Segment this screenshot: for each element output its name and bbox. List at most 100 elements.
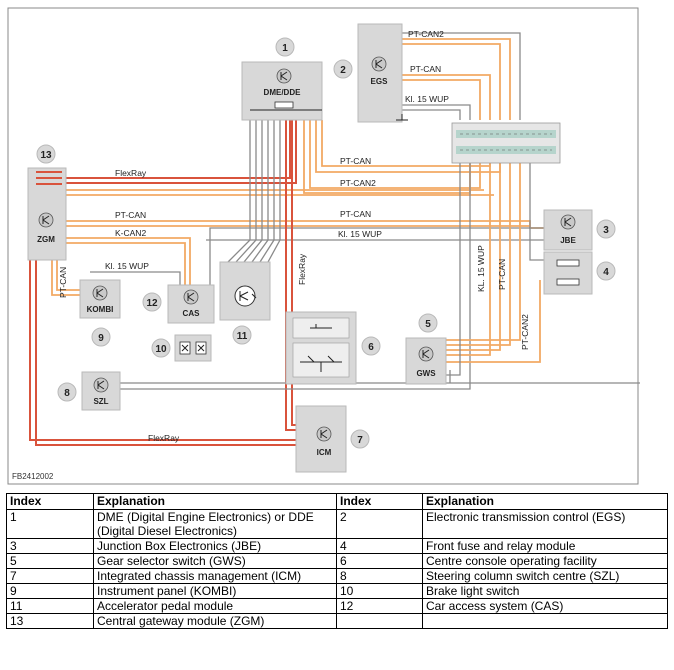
connector-strip (451, 122, 561, 164)
wires-zgm (51, 120, 548, 296)
wire-label-zgm-kcan2: K-CAN2 (115, 228, 146, 238)
legend-explanation: Brake light switch (422, 583, 668, 599)
wire-label-zgm-flexray: FlexRay (115, 168, 147, 178)
svg-text:2: 2 (340, 65, 346, 76)
legend-index: 3 (6, 538, 94, 554)
legend-explanation: Steering column switch centre (SZL) (422, 568, 668, 584)
module-egs[interactable]: EGS (357, 23, 408, 123)
wire-label-kombi-kl15: Kl. 15 WUP (105, 261, 149, 271)
wire-label-dme-ptcan2: PT-CAN2 (340, 178, 376, 188)
wire-label-icm-flexray-vertical: FlexRay (297, 253, 307, 285)
legend-index: 6 (336, 553, 423, 569)
wire-label-kombi-ptcan: PT-CAN (58, 267, 68, 298)
module-gws-label: GWS (416, 369, 436, 378)
svg-text:1: 1 (282, 43, 288, 54)
legend-row: 7 Integrated chassis management (ICM) 8 … (6, 568, 668, 584)
legend-header-explanation: Explanation (422, 493, 668, 510)
module-jbe-label: JBE (560, 236, 576, 245)
callout-11: 11 (232, 325, 252, 345)
legend-header-index: Index (6, 493, 94, 510)
legend-header-row: Index Explanation Index Explanation (6, 493, 668, 510)
svg-text:6: 6 (368, 342, 374, 353)
module-kombi[interactable]: KOMBI (79, 279, 121, 319)
wire-label-icm-flexray: FlexRay (148, 433, 180, 443)
module-kombi-label: KOMBI (87, 305, 114, 314)
callout-2: 2 (333, 59, 353, 79)
module-dme-label: DME/DDE (264, 88, 302, 97)
svg-text:10: 10 (155, 344, 167, 355)
module-szl[interactable]: SZL (81, 371, 121, 411)
wire-label-gws-ptcan: PT-CAN (497, 259, 507, 290)
figure-id: FB2412002 (12, 472, 54, 481)
callout-9: 9 (91, 327, 111, 347)
wire-label-egs-ptcan: PT-CAN (410, 64, 441, 74)
module-accelerator-pedal[interactable] (219, 261, 271, 321)
module-icm[interactable]: ICM (295, 405, 347, 473)
legend-header-explanation: Explanation (93, 493, 337, 510)
module-cas-label: CAS (183, 309, 201, 318)
callout-13: 13 (36, 144, 56, 164)
wire-label-zgm-ptcan: PT-CAN (115, 210, 146, 220)
svg-text:13: 13 (40, 150, 52, 161)
legend-explanation: Central gateway module (ZGM) (93, 613, 337, 629)
module-gws[interactable]: GWS (405, 337, 447, 385)
module-icm-label: ICM (317, 448, 332, 457)
module-centre-console[interactable] (285, 311, 357, 385)
legend-index: 12 (336, 598, 423, 614)
module-zgm[interactable]: ZGM (27, 167, 67, 261)
module-zgm-label: ZGM (37, 235, 55, 244)
svg-text:4: 4 (603, 267, 609, 278)
legend-index: 4 (336, 538, 423, 554)
wire-label-egs-ptcan2: PT-CAN2 (408, 29, 444, 39)
wire-label-jbe-kl15: Kl. 15 WUP (338, 229, 382, 239)
callout-7: 7 (350, 429, 370, 449)
module-szl-label: SZL (93, 397, 108, 406)
callout-10: 10 (151, 338, 171, 358)
module-cas[interactable]: CAS (167, 284, 215, 324)
wiring-diagram: DME/DDE EGS ZGM JBE (7, 7, 640, 485)
callout-4: 4 (596, 261, 616, 281)
legend-explanation: Junction Box Electronics (JBE) (93, 538, 337, 554)
svg-text:9: 9 (98, 333, 104, 344)
svg-text:7: 7 (357, 435, 363, 446)
wire-label-dme-ptcan: PT-CAN (340, 156, 371, 166)
module-dme[interactable]: DME/DDE (241, 61, 323, 121)
callout-6: 6 (361, 336, 381, 356)
callout-5: 5 (418, 313, 438, 333)
legend-index: 1 (6, 509, 94, 539)
callout-1: 1 (275, 37, 295, 57)
wire-labels: PT-CAN2 PT-CAN Kl. 15 WUP PT-CAN PT-CAN2… (58, 29, 530, 443)
svg-text:8: 8 (64, 388, 70, 399)
legend-index: 11 (6, 598, 94, 614)
legend-explanation: Car access system (CAS) (422, 598, 668, 614)
legend-index: 9 (6, 583, 94, 599)
legend-index (336, 613, 423, 629)
wire-label-egs-kl15: Kl. 15 WUP (405, 94, 449, 104)
svg-text:3: 3 (603, 225, 609, 236)
wire-label-jbe-ptcan: PT-CAN (340, 209, 371, 219)
legend-index: 13 (6, 613, 94, 629)
callout-3: 3 (596, 219, 616, 239)
legend-header-index: Index (336, 493, 423, 510)
legend-index: 2 (336, 509, 423, 539)
legend-index: 10 (336, 583, 423, 599)
module-brake-light-switch[interactable] (174, 334, 212, 362)
legend-explanation: Front fuse and relay module (422, 538, 668, 554)
module-fuse-relay[interactable] (543, 251, 593, 295)
legend-row: 1 DME (Digital Engine Electronics) or DD… (6, 509, 668, 539)
callout-8: 8 (57, 382, 77, 402)
legend-explanation: Centre console operating facility (422, 553, 668, 569)
legend-row: 3 Junction Box Electronics (JBE) 4 Front… (6, 538, 668, 554)
legend-index: 5 (6, 553, 94, 569)
wires-egs (402, 32, 521, 120)
legend-explanation (422, 613, 668, 629)
legend-row: 11 Accelerator pedal module 12 Car acces… (6, 598, 668, 614)
legend-row: 9 Instrument panel (KOMBI) 10 Brake ligh… (6, 583, 668, 599)
module-jbe[interactable]: JBE (543, 209, 593, 251)
legend-explanation: Integrated chassis management (ICM) (93, 568, 337, 584)
svg-text:5: 5 (425, 319, 431, 330)
legend-explanation: Electronic transmission control (EGS) (422, 509, 668, 539)
wires-szl (120, 150, 640, 390)
legend-explanation: Gear selector switch (GWS) (93, 553, 337, 569)
wires-dme-pedal (227, 120, 281, 263)
